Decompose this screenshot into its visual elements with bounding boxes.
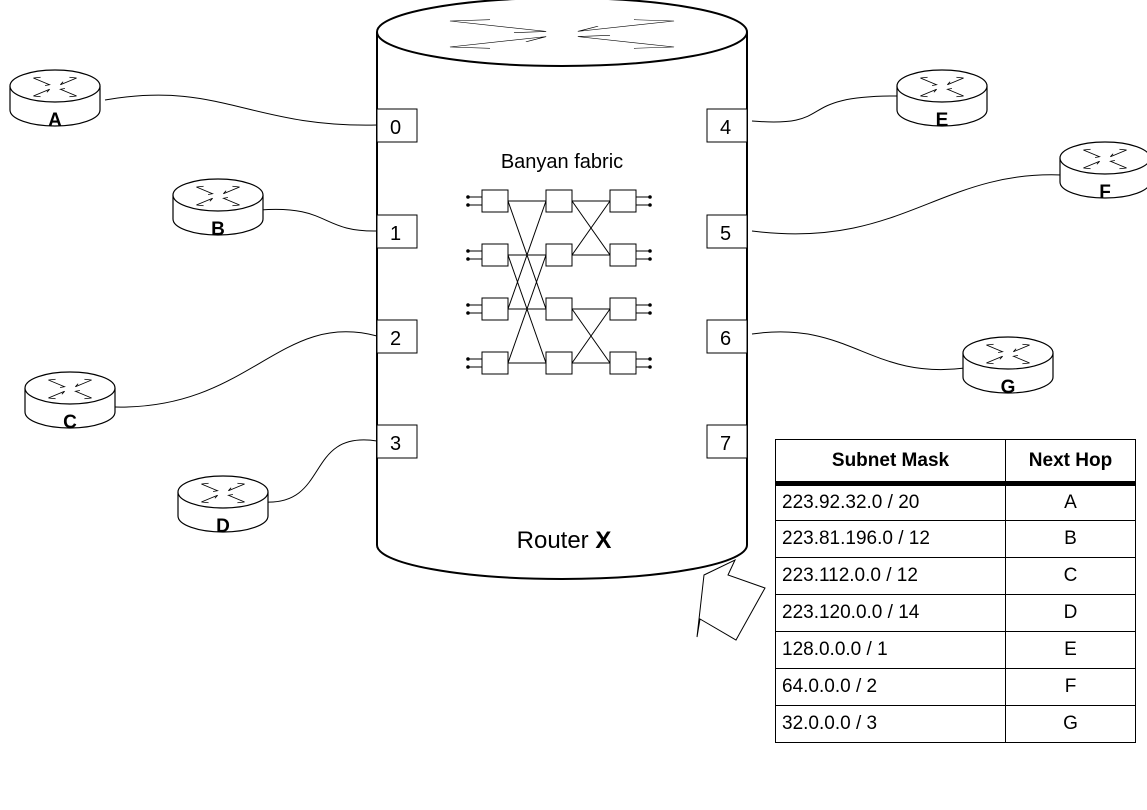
table-row: 64.0.0.0 / 2 F bbox=[775, 668, 1136, 706]
subnet-mask-cell: 223.112.0.0 / 12 bbox=[775, 557, 1006, 595]
router-arrows-icon bbox=[33, 76, 77, 98]
output-ports: 4 5 6 7 bbox=[706, 108, 748, 459]
subnet-mask-cell: 32.0.0.0 / 3 bbox=[775, 705, 1006, 743]
neighbor-router-b: B bbox=[172, 178, 264, 240]
neighbor-router-d: D bbox=[177, 475, 269, 537]
router-cylinder bbox=[376, 0, 748, 580]
next-hop-cell: F bbox=[1005, 668, 1136, 706]
subnet-mask-cell: 128.0.0.0 / 1 bbox=[775, 631, 1006, 669]
port-6: 6 bbox=[706, 319, 748, 354]
neighbor-label: F bbox=[1099, 182, 1111, 203]
port-2: 2 bbox=[376, 319, 418, 354]
subnet-mask-cell: 223.92.32.0 / 20 bbox=[775, 483, 1006, 521]
port-5: 5 bbox=[706, 214, 748, 249]
table-row: 128.0.0.0 / 1 E bbox=[775, 631, 1136, 669]
next-hop-cell: A bbox=[1005, 483, 1136, 521]
table-row: 223.92.32.0 / 20 A bbox=[775, 483, 1136, 521]
port-label: 1 bbox=[390, 223, 401, 245]
table-row: 223.81.196.0 / 12 B bbox=[775, 520, 1136, 558]
router-top-arrows-icon bbox=[449, 19, 675, 49]
router-arrows-icon bbox=[201, 482, 245, 504]
subnet-mask-cell: 223.81.196.0 / 12 bbox=[775, 520, 1006, 558]
subnet-mask-cell: 64.0.0.0 / 2 bbox=[775, 668, 1006, 706]
port-label: 3 bbox=[390, 433, 401, 455]
next-hop-cell: E bbox=[1005, 631, 1136, 669]
router-arrows-icon bbox=[48, 378, 92, 400]
neighbor-label: G bbox=[1001, 377, 1016, 398]
router-arrows-icon bbox=[1083, 148, 1127, 170]
subnet-mask-cell: 223.120.0.0 / 14 bbox=[775, 594, 1006, 632]
table-row: 223.112.0.0 / 12 C bbox=[775, 557, 1136, 595]
routing-table: Subnet Mask Next Hop 223.92.32.0 / 20 A … bbox=[775, 439, 1136, 743]
neighbor-label: B bbox=[211, 219, 225, 240]
cables bbox=[104, 94, 1063, 503]
neighbor-router-c: C bbox=[24, 371, 116, 433]
input-ports: 0 1 2 3 bbox=[376, 108, 418, 459]
port-0: 0 bbox=[376, 108, 418, 143]
port-7: 7 bbox=[706, 424, 748, 459]
column-header-next-hop: Next Hop bbox=[1005, 439, 1136, 486]
port-1: 1 bbox=[376, 214, 418, 249]
port-3: 3 bbox=[376, 424, 418, 459]
neighbor-label: E bbox=[936, 110, 949, 131]
next-hop-cell: C bbox=[1005, 557, 1136, 595]
neighbor-label: A bbox=[48, 110, 62, 131]
next-hop-cell: G bbox=[1005, 705, 1136, 743]
fabric-label: Banyan fabric bbox=[501, 151, 623, 173]
neighbor-routers: A B C D E F G bbox=[9, 69, 1147, 537]
router-arrows-icon bbox=[986, 343, 1030, 365]
table-row: 223.120.0.0 / 14 D bbox=[775, 594, 1136, 632]
banyan-fabric bbox=[466, 189, 652, 375]
table-header-row: Subnet Mask Next Hop bbox=[775, 439, 1136, 486]
port-label: 2 bbox=[390, 328, 401, 350]
neighbor-router-g: G bbox=[962, 336, 1054, 398]
port-label: 0 bbox=[390, 117, 401, 139]
neighbor-router-f: F bbox=[1059, 141, 1147, 203]
column-header-subnet-mask: Subnet Mask bbox=[775, 439, 1006, 486]
neighbor-router-e: E bbox=[896, 69, 988, 131]
pointer-arrow-icon bbox=[696, 558, 766, 641]
table-row: 32.0.0.0 / 3 G bbox=[775, 705, 1136, 743]
port-label: 5 bbox=[720, 223, 731, 245]
router-name: Router X bbox=[517, 527, 612, 554]
port-label: 4 bbox=[720, 117, 731, 139]
router-arrows-icon bbox=[920, 76, 964, 98]
neighbor-label: C bbox=[63, 412, 77, 433]
router-arrows-icon bbox=[196, 185, 240, 207]
neighbor-label: D bbox=[216, 516, 230, 537]
port-label: 6 bbox=[720, 328, 731, 350]
next-hop-cell: D bbox=[1005, 594, 1136, 632]
port-4: 4 bbox=[706, 108, 748, 143]
port-label: 7 bbox=[720, 433, 731, 455]
neighbor-router-a: A bbox=[9, 69, 101, 131]
next-hop-cell: B bbox=[1005, 520, 1136, 558]
